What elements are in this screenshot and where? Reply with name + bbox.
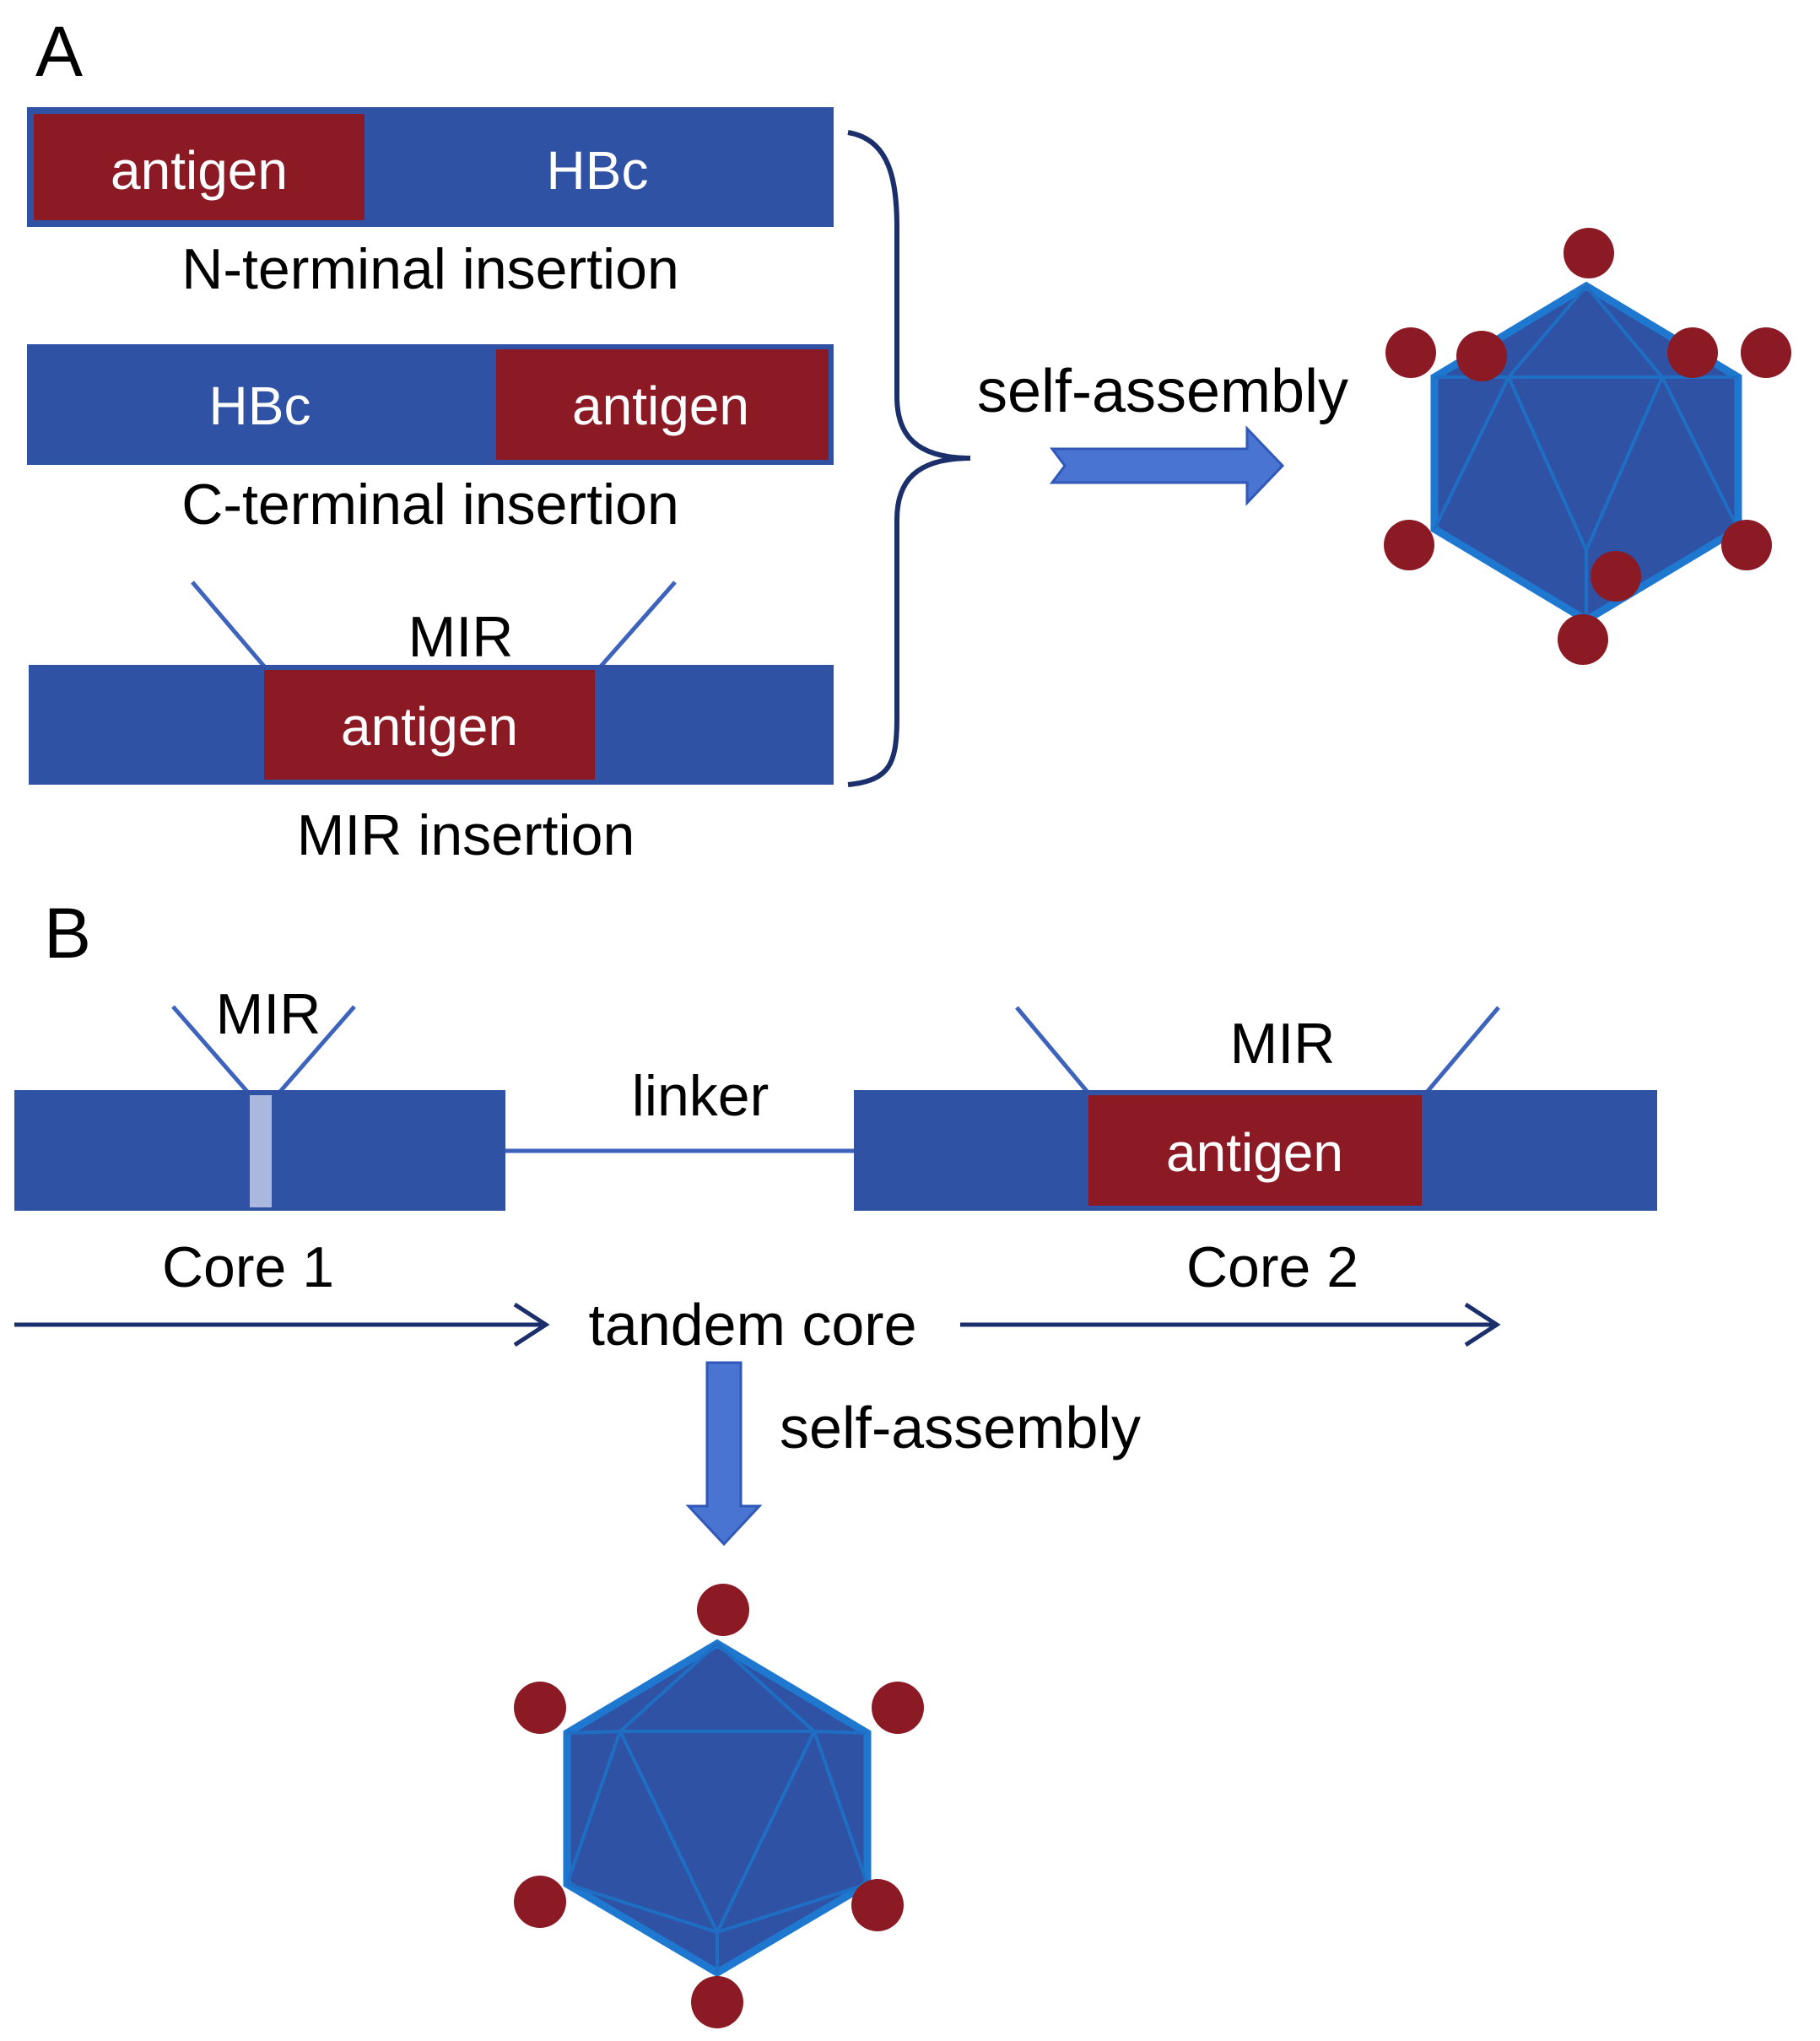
antigen-blob (514, 1682, 566, 1734)
mir-insertion-caption: MIR insertion (297, 803, 635, 867)
n-terminal-caption: N-terminal insertion (181, 237, 679, 301)
antigen-segment (1088, 1095, 1422, 1206)
antigen-blob (1558, 614, 1608, 665)
core2-caption: Core 2 (1186, 1235, 1358, 1299)
mir-loop-left (191, 580, 267, 670)
antigen-blob (691, 1976, 743, 2028)
mir-construct: antigen (29, 580, 834, 785)
antigen-blob (1590, 551, 1641, 602)
antigen-label: antigen (111, 140, 288, 201)
c-terminal-construct: HBc antigen (27, 344, 834, 465)
antigen-blob (1667, 327, 1718, 378)
vlp-particle-b (514, 1584, 924, 2028)
antigen-blob (851, 1879, 904, 1931)
antigen-label: antigen (341, 696, 518, 757)
mir-loop-left (171, 1005, 251, 1095)
mir-site-marker (250, 1095, 272, 1207)
grouping-brace (847, 130, 971, 787)
panel-label-a: A (35, 12, 83, 91)
antigen-blob (872, 1682, 924, 1734)
mir-loop-left (1015, 1006, 1092, 1097)
antigen-segment (34, 114, 365, 220)
tandem-arrow-right (960, 1302, 1501, 1347)
antigen-blob (1721, 520, 1772, 570)
tandem-core-label: tandem core (588, 1292, 916, 1358)
antigen-segment (264, 670, 595, 780)
self-assembly-label-b: self-assembly (780, 1395, 1141, 1461)
mir-loop-right (1423, 1006, 1500, 1097)
self-assembly-label-a: self-assembly (977, 358, 1348, 425)
core2-construct: antigen (854, 1006, 1657, 1211)
antigen-blob (1741, 327, 1791, 378)
vlp-particle-a (1384, 228, 1791, 665)
tandem-arrow-left (14, 1302, 550, 1347)
antigen-label: antigen (572, 375, 749, 436)
antigen-blob (1384, 520, 1434, 570)
self-assembly-arrow-a (1050, 425, 1285, 506)
n-terminal-construct: antigen HBc (27, 107, 834, 227)
antigen-segment (496, 349, 829, 460)
core1-caption: Core 1 (162, 1235, 334, 1299)
antigen-blob (514, 1876, 566, 1928)
mir-label: MIR (408, 605, 514, 669)
hbc-label: HBc (547, 140, 649, 201)
core1-mir-label: MIR (216, 982, 321, 1046)
icosahedron-body (563, 1639, 872, 1978)
antigen-blob (697, 1584, 749, 1636)
hbc-label: HBc (209, 375, 311, 436)
antigen-blob (1456, 331, 1507, 381)
core1-construct (14, 1005, 505, 1211)
linker-label: linker (632, 1064, 770, 1128)
c-terminal-caption: C-terminal insertion (181, 472, 679, 537)
antigen-label: antigen (1166, 1122, 1343, 1183)
core2-mir-label: MIR (1230, 1012, 1336, 1076)
panel-label-b: B (44, 894, 91, 973)
mir-loop-right (277, 1005, 356, 1095)
self-assembly-arrow-b (685, 1361, 763, 1547)
antigen-blob (1385, 327, 1436, 378)
antigen-blob (1563, 228, 1614, 278)
mir-loop-right (597, 580, 677, 670)
